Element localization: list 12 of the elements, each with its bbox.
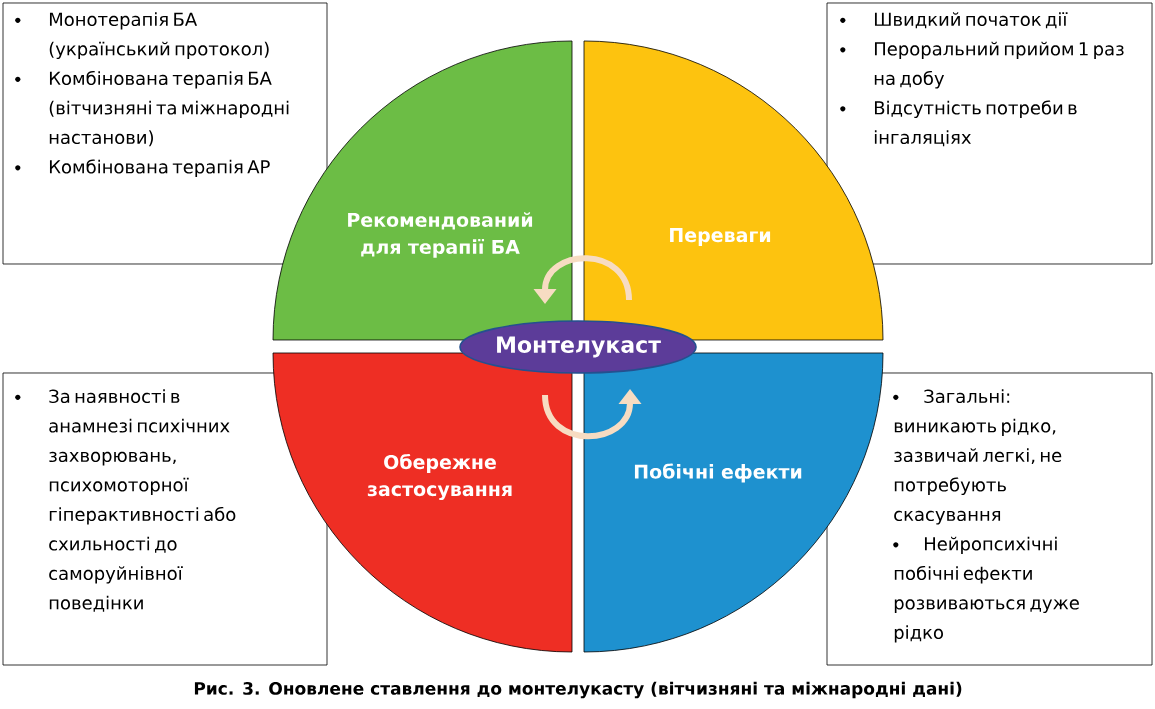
bullet-item: Комбінована терапія АР xyxy=(15,159,270,178)
text-box xyxy=(2,372,328,666)
bullet-item: Загальні: виникають рідко, зазвичай легкі, не потребують скасування xyxy=(893,389,1062,525)
text-box xyxy=(826,2,1153,265)
text-box xyxy=(2,2,328,265)
text-box xyxy=(826,372,1153,666)
caption: Рис. 3. Оновлене ставлення до монтелукасту (вітчизняні та міжнародні дані) xyxy=(194,681,962,699)
quadrant-segment: Обережне застосування xyxy=(272,352,573,653)
bullet-item: Нейропсихічні побічні ефекти розвиваються дуже рідко xyxy=(893,536,1079,643)
bullet-item: Монотерапія БА (український протокол) xyxy=(15,12,269,60)
bullet-item: За наявності в анамнезі психічних захворювань, психомоторної гіперактивності або схильності до саморуйнівної поведінки xyxy=(15,389,236,612)
bullet-item: Швидкий початок дії xyxy=(840,12,1068,29)
